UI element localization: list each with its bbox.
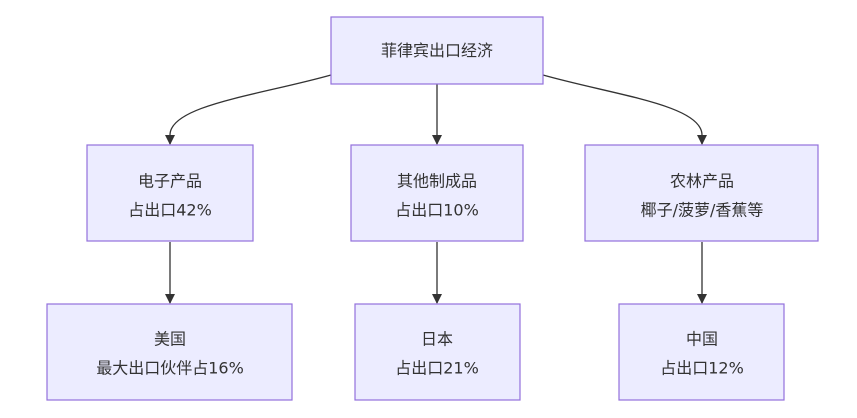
node-china-title: 中国: [686, 330, 718, 349]
node-root-label: 菲律宾出口经济: [381, 41, 493, 60]
node-root: 菲律宾出口经济: [330, 16, 544, 85]
node-electronics: 电子产品 占出口42%: [86, 144, 254, 242]
edges: [165, 74, 707, 304]
node-japan-title: 日本: [421, 330, 453, 349]
node-japan: 日本 占出口21%: [354, 303, 521, 401]
node-japan-share: 占出口21%: [395, 359, 479, 378]
node-usa-share: 最大出口伙伴占16%: [96, 359, 244, 378]
node-manufactured-title: 其他制成品: [397, 172, 477, 191]
node-agri: 农林产品 椰子/菠萝/香蕉等: [584, 144, 819, 242]
node-china-share: 占出口12%: [660, 359, 744, 378]
node-china: 中国 占出口12%: [618, 303, 785, 401]
edge-root-to-electronics: [165, 74, 332, 145]
node-agri-products: 椰子/菠萝/香蕉等: [641, 201, 764, 220]
node-manufactured-share: 占出口10%: [395, 201, 479, 220]
edge-root-to-agri: [542, 74, 707, 145]
node-agri-title: 农林产品: [670, 172, 734, 191]
node-electronics-title: 电子产品: [138, 172, 202, 191]
node-usa-title: 美国: [154, 330, 186, 349]
node-usa: 美国 最大出口伙伴占16%: [46, 303, 293, 401]
node-electronics-share: 占出口42%: [128, 201, 212, 220]
node-manufactured: 其他制成品 占出口10%: [350, 144, 524, 242]
